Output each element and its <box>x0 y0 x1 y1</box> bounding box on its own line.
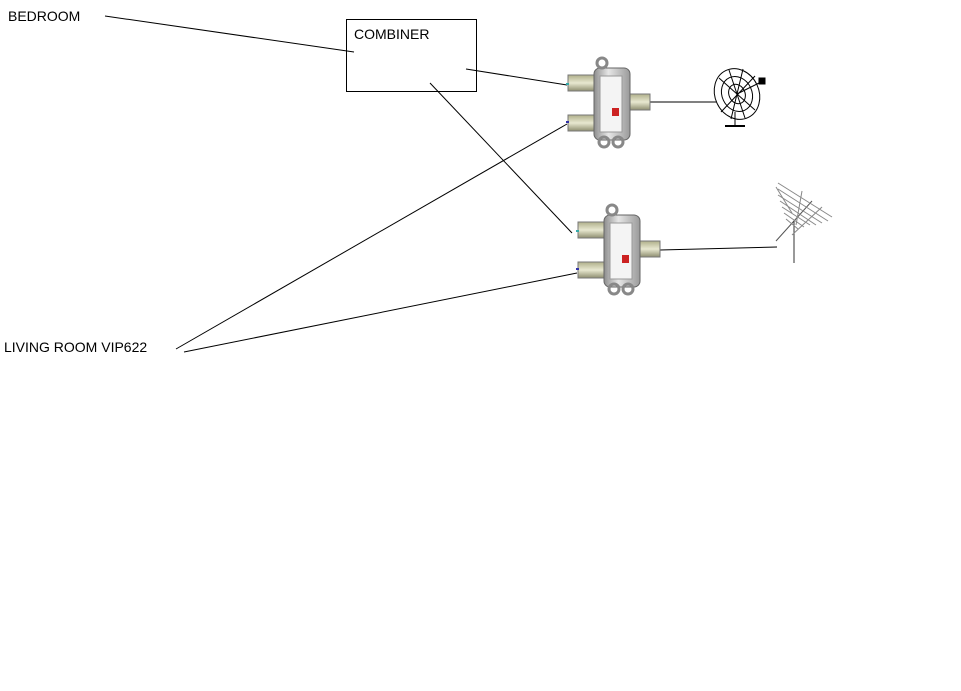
wire-living-splitter-bottom <box>183 272 578 353</box>
wire-splitter-bottom-antenna <box>659 246 778 251</box>
wire-living-splitter-top <box>175 123 568 350</box>
combiner-box: COMBINER <box>346 19 477 92</box>
ota-antenna-icon <box>775 182 833 263</box>
wire-combiner-splitter-top <box>465 68 568 86</box>
satellite-dish-icon <box>713 68 766 127</box>
splitter-bottom-icon <box>576 203 661 296</box>
bedroom-label: BEDROOM <box>8 8 81 24</box>
wire-combiner-splitter-bottom <box>429 82 573 234</box>
wire-bedroom-combiner <box>104 15 355 53</box>
combiner-label: COMBINER <box>354 26 430 42</box>
living-room-label: LIVING ROOM VIP622 <box>4 339 148 355</box>
splitter-top-icon <box>566 56 651 149</box>
